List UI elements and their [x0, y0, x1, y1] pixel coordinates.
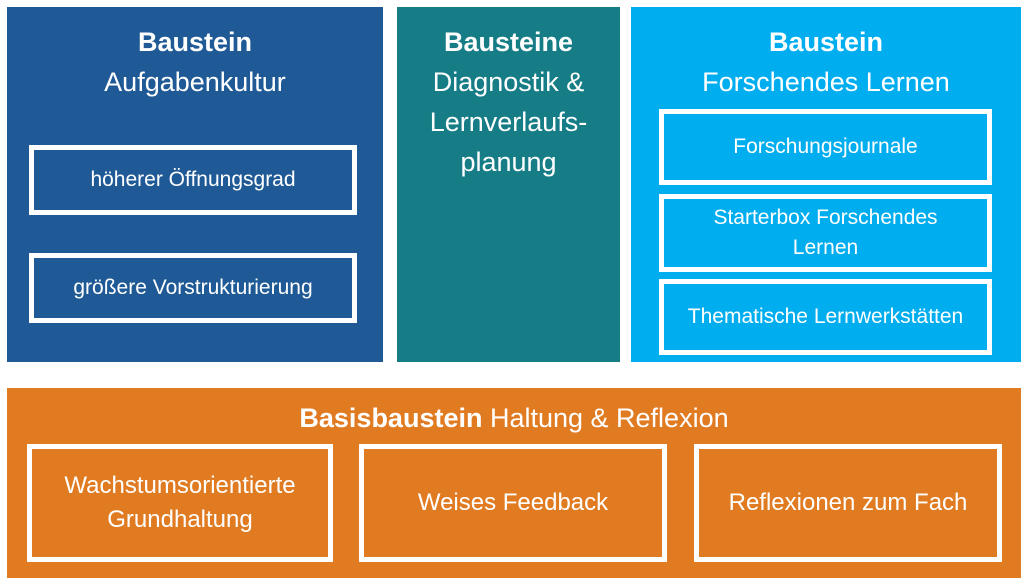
- box-hoeherer-oeffnungsgrad-label: höherer Öffnungsgrad: [90, 168, 296, 191]
- block-forschendes-lernen-heading-sub: Forschendes Lernen: [702, 67, 950, 97]
- box-wachstum-label-line1: Wachstumsorientierte: [64, 472, 296, 499]
- block-aufgabenkultur-heading-strong: Baustein: [137, 27, 253, 57]
- box-groessere-vorstrukturierung: größere Vorstrukturierung: [29, 253, 357, 323]
- block-diagnostik-title: Bausteine Diagnostik & Lernverlaufs- pla…: [397, 22, 620, 182]
- block-forschendes-lernen-title: Baustein Forschendes Lernen: [631, 22, 1021, 102]
- block-diagnostik: Bausteine Diagnostik & Lernverlaufs- pla…: [397, 7, 620, 362]
- block-aufgabenkultur-title: Baustein Aufgabenkultur: [7, 22, 383, 102]
- block-aufgabenkultur: Baustein Aufgabenkultur höherer Öffnungs…: [7, 7, 383, 362]
- block-diagnostik-heading-line: Diagnostik &: [432, 67, 585, 97]
- block-basisbaustein-heading-rest: Haltung & Reflexion: [482, 403, 729, 433]
- box-wachstum-label-line2: Grundhaltung: [107, 506, 253, 533]
- box-weises-feedback-label: Weises Feedback: [417, 489, 609, 516]
- box-groessere-vorstrukturierung-label: größere Vorstrukturierung: [73, 276, 313, 299]
- block-basisbaustein: Basisbaustein Haltung & Reflexion Wachst…: [7, 388, 1021, 578]
- box-starterbox-label-line2: Lernen: [792, 236, 859, 259]
- block-forschendes-lernen-heading-strong: Baustein: [768, 27, 884, 57]
- block-basisbaustein-title: Basisbaustein Haltung & Reflexion: [7, 398, 1021, 438]
- block-basisbaustein-heading-strong: Basisbaustein: [299, 403, 483, 433]
- box-reflexionen-zum-fach: Reflexionen zum Fach: [694, 444, 1002, 562]
- box-wachstumsorientierte-grundhaltung: Wachstumsorientierte Grundhaltung: [27, 444, 333, 562]
- box-reflexionen-label: Reflexionen zum Fach: [728, 489, 968, 516]
- box-lernwerkstaetten: Thematische Lernwerkstätten: [659, 279, 992, 355]
- box-forschungsjournale-label: Forschungsjournale: [733, 135, 918, 158]
- box-starterbox: Starterbox Forschendes Lernen: [659, 194, 992, 272]
- block-diagnostik-heading-line: planung: [460, 147, 557, 177]
- block-aufgabenkultur-heading-sub: Aufgabenkultur: [104, 67, 286, 97]
- box-forschungsjournale: Forschungsjournale: [659, 109, 992, 185]
- block-diagnostik-heading-line: Lernverlaufs-: [429, 107, 588, 137]
- box-lernwerkstaetten-label: Thematische Lernwerkstätten: [687, 305, 964, 328]
- block-forschendes-lernen: Baustein Forschendes Lernen Forschungsjo…: [631, 7, 1021, 362]
- box-starterbox-label-line1: Starterbox Forschendes: [713, 206, 938, 229]
- box-weises-feedback: Weises Feedback: [359, 444, 667, 562]
- box-hoeherer-oeffnungsgrad: höherer Öffnungsgrad: [29, 145, 357, 215]
- block-diagnostik-heading-strong: Bausteine: [443, 27, 574, 57]
